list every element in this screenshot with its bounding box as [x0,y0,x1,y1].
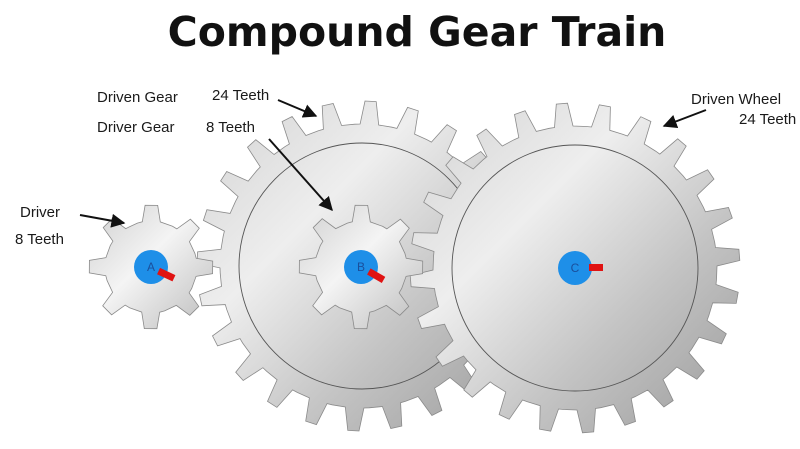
driven-wheel-arrow [662,109,707,129]
driver-arrow [79,213,126,228]
driven-wheel-gear: C [409,102,741,434]
driver-gear-key [157,267,176,282]
driven-gear-label: Driven Gear [97,89,178,106]
driver-gear-arrow [268,138,333,212]
driven-gear-arrow [277,99,318,118]
compound-small-gear: B [298,204,424,330]
driven-wheel-hub-label: C [571,261,580,275]
driven-wheel-hub [558,251,592,285]
diagram-title: Compound Gear Train [168,8,667,56]
compound-small-gear-hub-label: B [357,260,365,274]
driver-gear-teeth-label: 8 Teeth [206,119,255,136]
driven-wheel-label: Driven Wheel [691,91,781,108]
driven-wheel-pitch-ring [451,144,699,392]
driven-gear-teeth-label: 24 Teeth [212,87,269,104]
driver-gear-hub-label: A [147,260,155,274]
driver-label: Driver [20,204,60,221]
driver-gear: A [88,204,214,330]
driver-gear-hub [134,250,168,284]
driver-gear-label: Driver Gear [97,119,175,136]
driven-wheel-key [589,264,603,271]
driven-wheel-teeth-label: 24 Teeth [739,111,796,128]
compound-small-gear-key [367,268,386,283]
driver-teeth-label: 8 Teeth [15,231,64,248]
